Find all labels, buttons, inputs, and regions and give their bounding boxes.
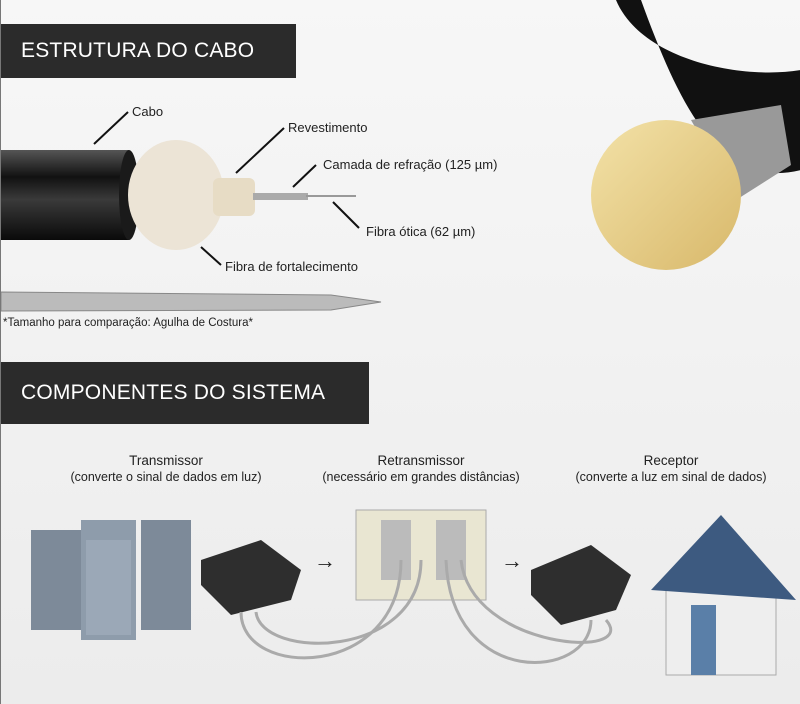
component-name: Receptor (643, 453, 699, 468)
comparison-note: *Tamanho para comparação: Agulha de Cost… (3, 317, 253, 329)
house-illustration (651, 515, 796, 676)
label-cladding: Camada de refração (125 µm) (323, 157, 498, 172)
receiver-device (531, 545, 631, 625)
label-optical-fiber: Fibra ótica (62 µm) (366, 224, 476, 239)
label-coating: Revestimento (288, 120, 368, 135)
buildings-illustration (31, 520, 191, 640)
connection-cables (239, 559, 613, 664)
cable-structure-title: ESTRUTURA DO CABO (21, 39, 255, 62)
cable-illustration (1, 111, 382, 312)
component-transmitter: Transmissor (converte o sinal de dados e… (56, 453, 276, 485)
cable-structure-banner: ESTRUTURA DO CABO (1, 24, 296, 78)
component-repeater: Retransmissor (necessário em grandes dis… (301, 453, 541, 485)
arrow-right-icon: → (314, 548, 336, 573)
component-description: (necessário em grandes distâncias) (322, 470, 520, 484)
transmitter-device (201, 540, 301, 615)
component-description: (converte o sinal de dados em luz) (70, 470, 262, 484)
component-description: (converte a luz em sinal de dados) (575, 470, 767, 484)
label-cable: Cabo (132, 104, 164, 119)
system-components-title: COMPONENTES DO SISTEMA (21, 381, 326, 404)
system-components-banner: COMPONENTES DO SISTEMA (1, 362, 369, 424)
label-strength-fiber: Fibra de fortalecimento (225, 259, 358, 274)
component-name: Retransmissor (377, 453, 465, 468)
component-name: Transmissor (129, 453, 203, 468)
repeater-device (355, 509, 487, 601)
arrow-right-icon: → (501, 548, 523, 573)
fiber-bundle-illustration (591, 0, 800, 270)
component-receiver: Receptor (converte a luz em sinal de dad… (556, 453, 786, 485)
